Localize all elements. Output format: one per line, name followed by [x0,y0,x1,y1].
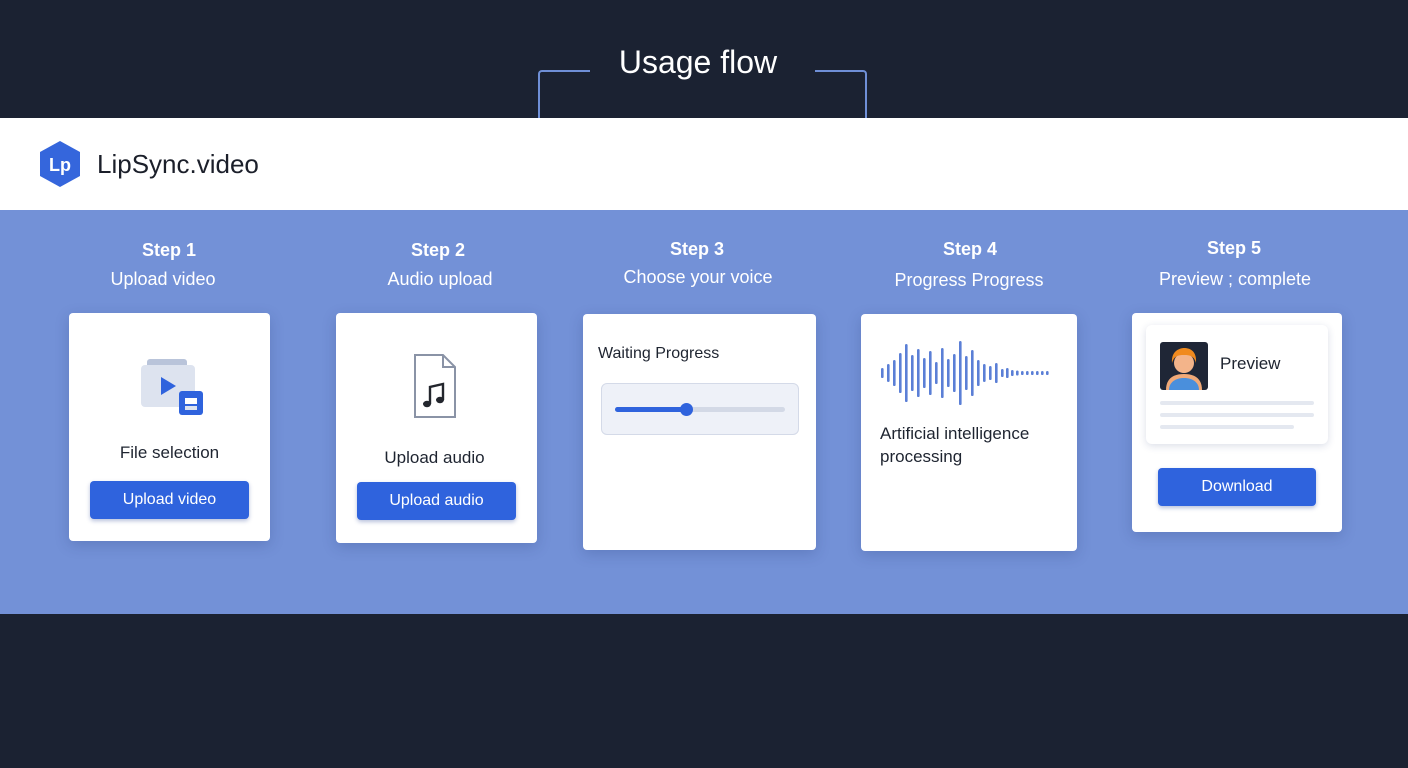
step-4-label-line-2: processing [880,447,963,466]
waveform-bar [947,359,950,387]
progress-slider-box [601,383,799,435]
upload-audio-button[interactable]: Upload audio [357,482,516,520]
step-5-title: Preview ; complete [1158,269,1312,289]
step-5-number: Step 5 [1206,238,1262,258]
waveform-bar [977,360,980,386]
waveform-bar [971,350,974,396]
step-5-card: Preview Download [1132,313,1342,532]
preview-label: Preview [1220,354,1281,373]
waveform-bar [923,358,926,388]
lipsync-logo-icon: Lp [40,141,80,187]
flow-title: Usage flow [618,44,778,80]
waveform-bar [905,344,908,402]
preview-text-line [1160,425,1294,429]
waveform-bar [881,368,884,378]
waveform-bar [1041,371,1044,375]
waveform-bar [935,362,938,384]
waveform-bar [983,364,986,382]
waveform-bar [917,349,920,397]
video-folder-icon [141,359,203,415]
step-3-label: Waiting Progress [598,345,720,362]
waveform-bar [1011,370,1014,376]
waveform-bar [1031,371,1034,375]
app-header [0,118,1408,210]
waveform-bar [989,366,992,380]
waveform-bar [887,364,890,382]
step-4-card: Artificial intelligence processing [861,314,1077,551]
svg-text:Lp: Lp [49,155,71,175]
step-4-label-line-1: Artificial intelligence [880,424,1030,443]
step-1-label: File selection [119,443,220,462]
waveform-icon [881,341,1049,405]
waveform-bar [1006,368,1009,378]
waveform-bar [1016,370,1019,376]
waveform-bar [899,353,902,393]
step-4-number: Step 4 [942,239,998,259]
waveform-bar [1001,369,1004,377]
preview-text-line [1160,413,1314,417]
step-2-label: Upload audio [384,448,485,467]
step-3-title: Choose your voice [623,267,773,287]
avatar-icon [1160,342,1208,390]
waveform-bar [929,351,932,395]
waveform-bar [1026,371,1029,375]
waveform-bar [965,356,968,390]
step-3-card: Waiting Progress [583,314,816,550]
progress-knob[interactable] [680,403,694,416]
music-file-icon [414,354,456,418]
waveform-bar [911,355,914,391]
step-1-title: Upload video [110,269,216,289]
step-3-number: Step 3 [669,239,725,259]
download-button[interactable]: Download [1158,468,1316,506]
waveform-bar [959,341,962,405]
progress-fill [615,407,687,412]
waveform-bar [941,348,944,398]
waveform-bar [953,354,956,392]
waveform-bar [1046,371,1049,375]
upload-video-button[interactable]: Upload video [90,481,249,519]
step-2-card: Upload audio Upload audio [336,313,537,543]
progress-track [615,407,785,412]
waveform-bar [1036,371,1039,375]
step-2-title: Audio upload [387,269,493,289]
brand-name[interactable]: LipSync.video [97,149,259,179]
step-4-title: Progress Progress [894,270,1044,290]
step-1-card: File selection Upload video [69,313,270,541]
waveform-bar [893,360,896,386]
preview-panel: Preview [1146,325,1328,444]
step-1-number: Step 1 [141,240,197,260]
waveform-bar [995,363,998,383]
preview-text-line [1160,401,1314,405]
waveform-bar [1021,371,1024,375]
step-2-number: Step 2 [410,240,466,260]
